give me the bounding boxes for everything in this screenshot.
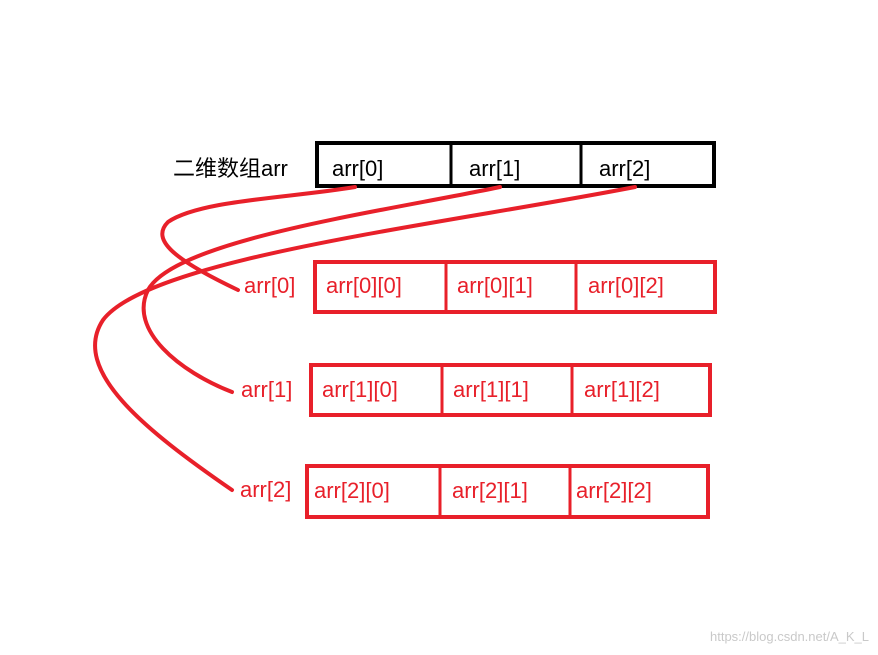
top-array-frame	[315, 141, 716, 188]
row-cell: arr[1][0]	[322, 377, 398, 402]
top-array-cell: arr[1]	[469, 156, 520, 181]
row-frame	[313, 260, 717, 314]
row-label: arr[1]	[241, 377, 292, 402]
sub-array-row-2: arr[2] arr[2][0] arr[2][1] arr[2][2]	[240, 464, 710, 519]
row-cell: arr[2][2]	[576, 478, 652, 503]
pointer-curve-arr1	[141, 185, 502, 394]
watermark-text: https://blog.csdn.net/A_K_L	[710, 629, 869, 644]
sub-array-row-1: arr[1] arr[1][0] arr[1][1] arr[1][2]	[241, 363, 712, 417]
row-cell: arr[2][1]	[452, 478, 528, 503]
row-cell: arr[0][2]	[588, 273, 664, 298]
row-cell: arr[0][1]	[457, 273, 533, 298]
top-array-cell: arr[2]	[599, 156, 650, 181]
pointer-curves	[93, 185, 637, 492]
array-name-label: 二维数组arr	[173, 156, 288, 181]
row-frame	[309, 363, 712, 417]
top-array-cell: arr[0]	[332, 156, 383, 181]
row-frame	[305, 464, 710, 519]
row-label: arr[0]	[244, 273, 295, 298]
pointer-curve-arr0	[160, 185, 357, 292]
pointer-curve-arr2	[93, 185, 637, 492]
sub-array-row-0: arr[0] arr[0][0] arr[0][1] arr[0][2]	[244, 260, 717, 314]
top-level-array: arr[0] arr[1] arr[2]	[315, 141, 716, 188]
row-cell: arr[1][1]	[453, 377, 529, 402]
row-cell: arr[0][0]	[326, 273, 402, 298]
row-label: arr[2]	[240, 477, 291, 502]
row-cell: arr[1][2]	[584, 377, 660, 402]
row-cell: arr[2][0]	[314, 478, 390, 503]
